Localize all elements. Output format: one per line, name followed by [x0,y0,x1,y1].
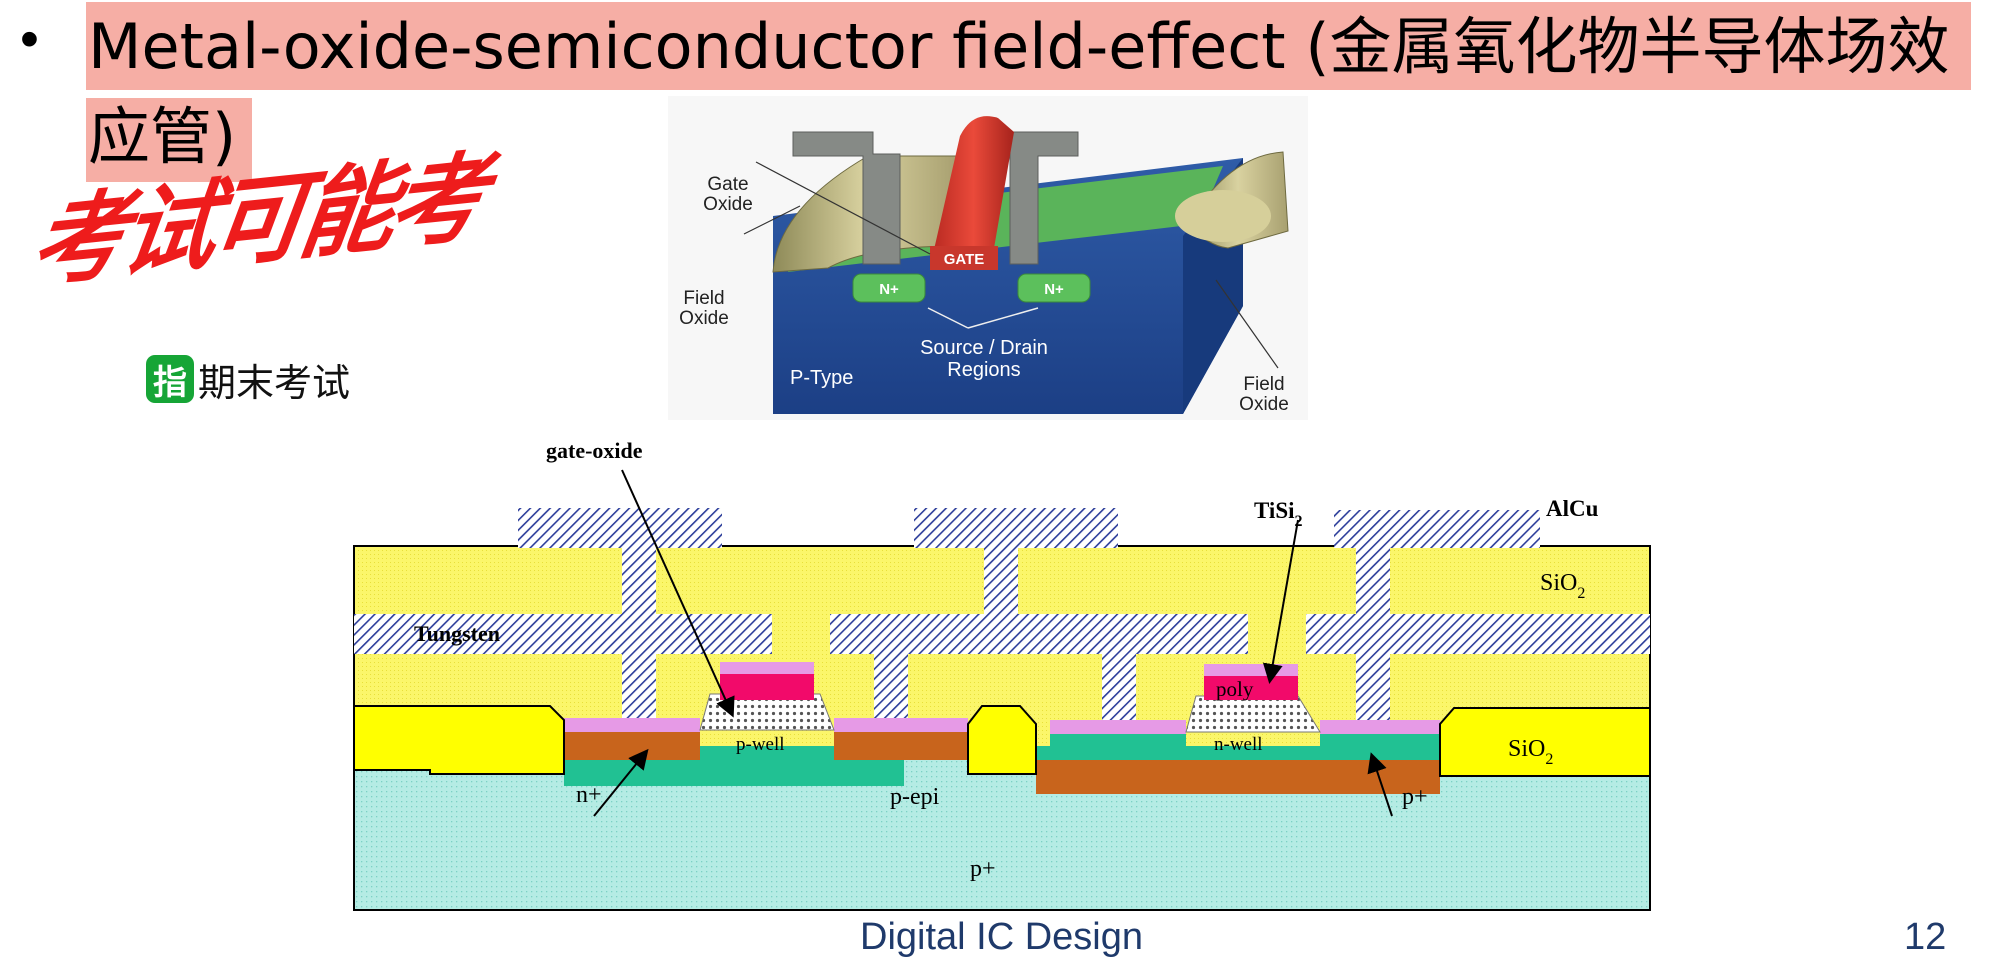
gate-oxide-pointer [755,161,931,255]
right-contact [1009,131,1079,265]
sio2-upper-label: SiO2 [1540,570,1585,602]
silicide-strip-3 [1050,720,1186,734]
alcu-metal-2 [914,508,1118,548]
sio2-right-label: SiO2 [1508,736,1553,768]
gate-oxide-arrow [621,469,735,718]
gate-front [930,246,998,270]
page-number: 12 [1904,916,1947,958]
gate-electrode [933,116,1014,254]
source-drain-label-2: Regions [947,359,1020,381]
right-gate-spacer [1185,695,1321,733]
source-pointer-line [927,307,969,329]
field-oxide-left-label-2: Oxide [679,308,729,329]
via-upper-2 [984,546,1018,616]
pointer-tag-icon: 指 [146,355,194,403]
source-drain-label-1: Source / Drain [920,337,1048,359]
silicide-strip-4 [1320,720,1440,734]
left-contact [792,131,901,265]
n-plus-left-region [852,273,926,303]
tisi-label: TiSi2 [1254,498,1303,530]
poly-label: poly [1216,677,1254,701]
n-plus-arrow [593,748,649,817]
p-epi-label: p-epi [890,784,940,810]
p-plus-drain [1320,732,1440,760]
left-gate-silicide [720,662,814,674]
tungsten-layer-2 [830,614,1248,654]
right-gate-silicide [1204,664,1298,676]
tisi-arrow [1262,519,1299,684]
p-type-label: P-Type [790,367,853,389]
title-bullet: • [20,9,39,69]
gate-oxide-label-1: Gate [707,174,748,195]
field-oxide-middle-block [967,705,1037,775]
left-poly-gate [720,672,814,700]
gate-oxide-label-2: Oxide [703,194,753,215]
n-plus-label: n+ [576,782,602,808]
field-oxide-left-block [353,705,565,775]
alcu-metal-3 [1334,510,1540,548]
p-plus-bottom-label: p+ [970,856,996,882]
field-oxide-right-pointer [1215,279,1279,369]
via-upper-3 [1356,546,1390,616]
gate-label: GATE [944,251,985,268]
silicide-strip-2 [834,718,968,732]
tungsten-layer-3 [1306,614,1650,654]
alcu-label: AlCu [1546,496,1599,521]
n-well-label: n-well [1214,734,1263,755]
drain-pointer-line [967,307,1039,329]
p-plus-right-label: p+ [1402,784,1428,810]
silicide-strip-1 [564,718,700,732]
n-plus-left-label: N+ [879,281,899,298]
n-plus-right-region [1017,273,1091,303]
alcu-metal-1 [518,508,722,548]
via-upper-1 [622,546,656,616]
field-oxide-right-block [1439,707,1651,777]
footer-title: Digital IC Design [860,916,1143,958]
cmos-cross-section-diagram: gate-oxide TiSi2 AlCu SiO2 Tungsten poly… [353,438,1651,911]
right-field-oxide-top [1175,190,1271,242]
p-well-label: p-well [736,734,785,755]
slide-title-line1: Metal-oxide-semiconductor field-effect (… [86,2,1971,90]
field-oxide-left-label-1: Field [683,288,724,309]
n-plus-source [564,730,700,760]
n-plus-right-label: N+ [1044,281,1064,298]
p-plus-arrow [1367,752,1393,817]
n-plus-drain [834,730,968,760]
exam-tag-label: 期末考试 [198,360,351,405]
mosfet-3d-diagram: GATE N+ N+ Gate Oxide Field Oxide Source… [668,96,1308,420]
gate-oxide-label: gate-oxide [546,438,643,463]
exam-tag: 指 期末考试 [146,354,351,405]
field-oxide-right-label-2: Oxide [1239,394,1289,415]
tungsten-label: Tungsten [414,621,500,646]
field-oxide-left-pointer [743,205,801,235]
p-plus-source [1050,732,1186,760]
field-oxide-right-label-1: Field [1243,374,1284,395]
slide-title-line2: 应管) [86,98,252,182]
